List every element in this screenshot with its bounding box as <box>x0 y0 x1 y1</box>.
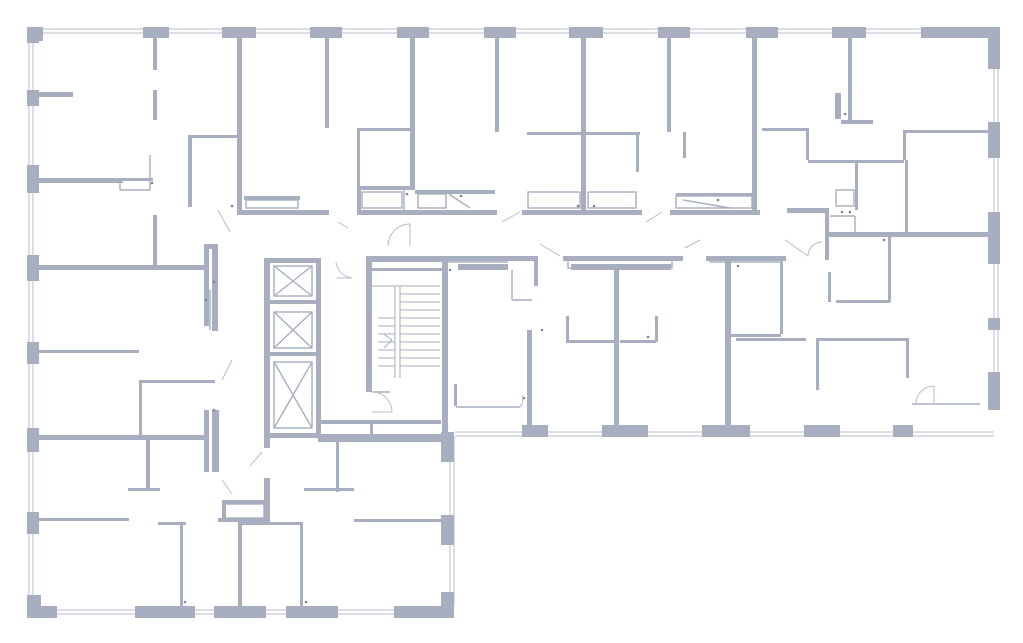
elevator-shafts <box>273 265 313 429</box>
stair-flight <box>372 285 440 378</box>
service-shafts <box>223 189 855 519</box>
door-swings <box>217 209 935 495</box>
facade-columns <box>27 27 1000 618</box>
interior-walls <box>39 38 989 606</box>
thin-partitions <box>119 155 980 408</box>
exterior-glazing <box>28 28 999 615</box>
fixture-markers <box>150 112 886 604</box>
